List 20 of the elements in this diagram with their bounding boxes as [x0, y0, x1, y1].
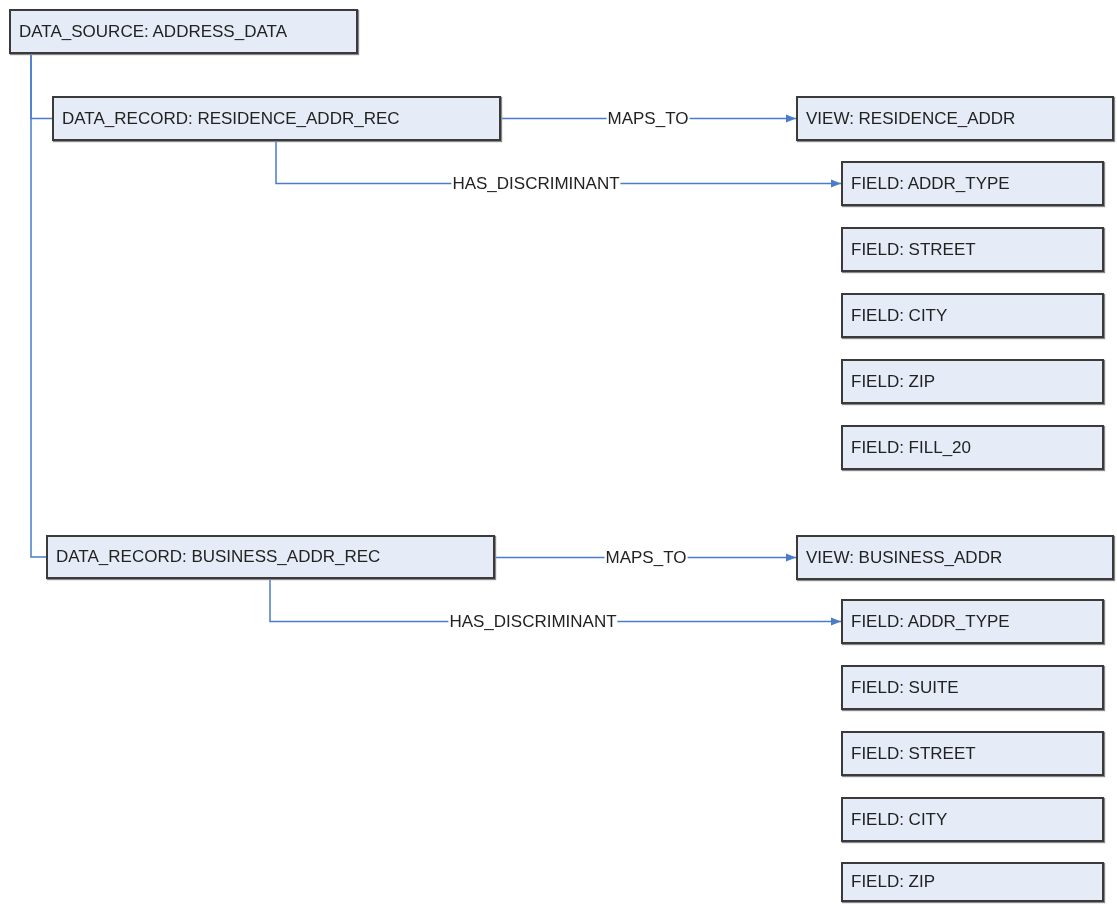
entity-box: FIELD: STREET: [841, 731, 1104, 776]
entity-box: VIEW: BUSINESS_ADDR: [796, 535, 1114, 580]
entity-box: DATA_RECORD: RESIDENCE_ADDR_REC: [52, 96, 501, 141]
entity-box: DATA_SOURCE: ADDRESS_DATA: [9, 9, 358, 54]
entity-box: VIEW: RESIDENCE_ADDR: [796, 96, 1114, 141]
entity-box: FIELD: ADDR_TYPE: [841, 599, 1104, 644]
entity-box: FIELD: FILL_20: [841, 425, 1104, 470]
edge-label: HAS_DISCRIMINANT: [451, 174, 621, 193]
edge-label: MAPS_TO: [604, 548, 688, 567]
entity-box: FIELD: CITY: [841, 293, 1104, 338]
edge-label: HAS_DISCRIMINANT: [448, 612, 618, 631]
entity-box: FIELD: ZIP: [841, 359, 1104, 404]
connector-line: [30, 53, 47, 558]
entity-box: FIELD: ZIP: [841, 862, 1104, 902]
entity-box: FIELD: SUITE: [841, 665, 1104, 710]
entity-box: DATA_RECORD: BUSINESS_ADDR_REC: [46, 535, 495, 579]
entity-box: FIELD: ADDR_TYPE: [841, 161, 1104, 206]
entity-box: FIELD: STREET: [841, 227, 1104, 272]
entity-box: FIELD: CITY: [841, 797, 1104, 842]
edge-label: MAPS_TO: [606, 109, 690, 128]
